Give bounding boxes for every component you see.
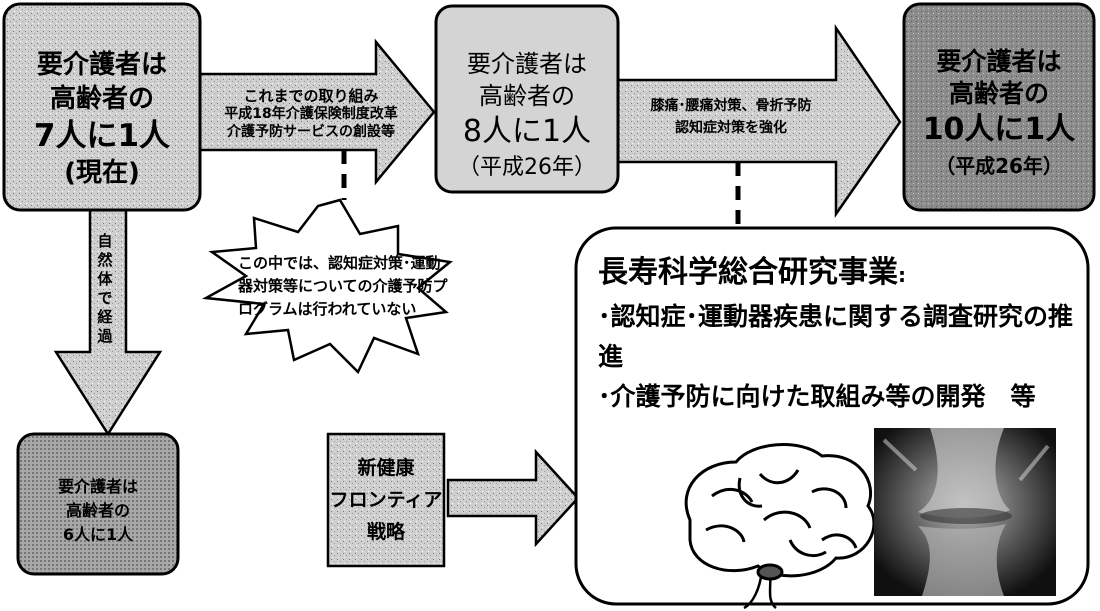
- research-project-item-1: ･認知症･運動器疾患に関する調査研究の推進: [598, 302, 1074, 371]
- box-current: [2, 2, 202, 212]
- box-h26-period: （平成26年）: [458, 155, 596, 180]
- box-target-text: 要介護者は 高齢者の 10人に1人 （平成26年）: [904, 46, 1094, 182]
- knee-xray-image: [874, 428, 1056, 596]
- box-natural-line2: 高齢者の: [65, 501, 130, 520]
- box-h26-ratio: 8人に1人: [462, 114, 592, 149]
- box-current-period: (現在): [64, 158, 140, 188]
- arrow-natural-course-label: 自然体で経過: [97, 232, 113, 345]
- starburst-note: この中では、認知症対策･運動器対策等についての介護予防プログラムは行われていない: [238, 254, 448, 318]
- box-current-text: 要介護者は 高齢者の 7人に1人 (現在): [4, 48, 200, 190]
- research-project-title: 長寿科学総合研究事業: [598, 255, 898, 290]
- box-current-line1: 要介護者は: [36, 50, 167, 80]
- research-project-colon: :: [898, 263, 906, 287]
- box-frontier-line2: フロンティア: [329, 489, 443, 511]
- starburst-callout: [201, 198, 453, 375]
- box-target-line2: 高齢者の: [948, 79, 1049, 108]
- arrow-past-efforts-line1: これまでの取り組み: [243, 87, 379, 105]
- arrow-past-efforts-line2: 平成18年介護保険制度改革: [224, 106, 398, 122]
- brain-illustration: [684, 443, 876, 610]
- box-target-line1: 要介護者は: [936, 47, 1062, 76]
- arrow-natural-course: [53, 208, 163, 437]
- box-h26-line2: 高齢者の: [479, 82, 575, 110]
- arrow-strengthen: [616, 23, 902, 218]
- arrow-frontier: [446, 448, 580, 548]
- box-target-ratio: 10人に1人: [922, 112, 1076, 147]
- box-natural-text: 要介護者は 高齢者の 6人に1人: [18, 475, 178, 547]
- box-frontier-line1: 新健康: [357, 457, 415, 479]
- box-h26: [434, 4, 620, 194]
- box-natural-line1: 要介護者は: [57, 477, 138, 496]
- box-frontier-text: 新健康 フロンティア 戦略: [328, 452, 444, 548]
- box-current-line2: 高齢者の: [49, 84, 154, 114]
- arrow-strengthen-text: 膝痛･腰痛対策、骨折予防 認知症対策を強化: [620, 95, 842, 139]
- arrow-strengthen-line1: 膝痛･腰痛対策、骨折予防: [650, 98, 812, 114]
- research-project-title-row: 長寿科学総合研究事業:: [598, 251, 1078, 297]
- box-frontier: [326, 432, 446, 568]
- arrow-past-efforts-text: これまでの取り組み 平成18年介護保険制度改革 介護予防サービスの創設等: [196, 87, 426, 141]
- arrow-past-efforts-line3: 介護予防サービスの創設等: [227, 124, 395, 140]
- box-frontier-line3: 戦略: [366, 521, 405, 543]
- research-project-text: 長寿科学総合研究事業: ･認知症･運動器疾患に関する調査研究の推進 ･介護予防に…: [598, 251, 1078, 417]
- box-h26-line1: 要介護者は: [467, 50, 587, 78]
- box-h26-text: 要介護者は 高齢者の 8人に1人 （平成26年）: [436, 48, 618, 184]
- box-target-period: （平成26年）: [935, 154, 1063, 178]
- box-current-ratio: 7人に1人: [33, 118, 171, 154]
- arrow-past-efforts: [196, 38, 436, 186]
- research-project-item-2: ･介護予防に向けた取組み等の開発 等: [598, 382, 1036, 411]
- box-natural-ratio: 6人に1人: [62, 525, 134, 544]
- box-target: [902, 2, 1096, 212]
- arrow-strengthen-line2: 認知症対策を強化: [675, 120, 787, 136]
- box-natural: [16, 432, 180, 576]
